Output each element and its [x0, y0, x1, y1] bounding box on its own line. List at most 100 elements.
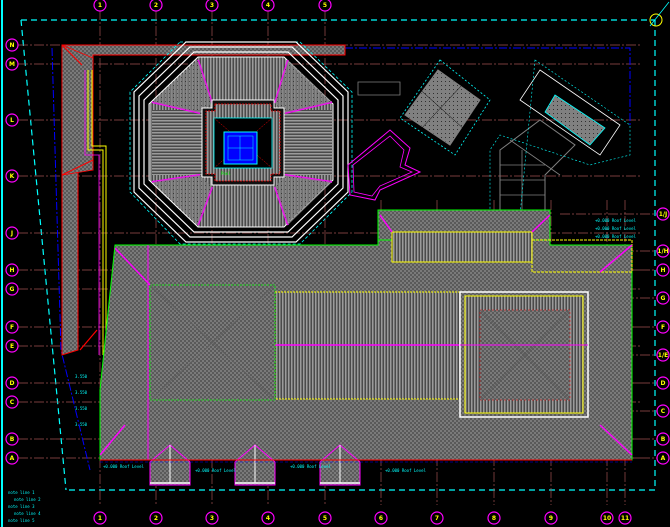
svg-text:K: K: [10, 173, 15, 180]
octagonal-pavilion-roof: Pool: [129, 41, 353, 245]
grid-bubbles: 1 2 3 4 5 1 2 3 4 5 6 7 8 9 10 11 N M L K J H G F E D C B A 1/J 1/H H G F…: [5, 0, 670, 525]
svg-text:1: 1: [98, 515, 102, 522]
svg-text:1/E: 1/E: [658, 352, 668, 359]
svg-text:E: E: [10, 343, 14, 350]
grid-bubble-col-bottom-11[interactable]: 11: [618, 511, 632, 525]
general-notes: note line 1 note line 2 note line 3 note…: [8, 490, 41, 523]
svg-text:note line 3: note line 3: [8, 504, 35, 509]
svg-text:3.550: 3.550: [75, 422, 88, 427]
svg-text:+0.000 Roof Level: +0.000 Roof Level: [385, 468, 427, 473]
svg-text:G: G: [10, 286, 15, 293]
grid-bubble-col-bottom-9[interactable]: 9: [544, 511, 558, 525]
grid-bubble-row-left-M[interactable]: M: [5, 57, 19, 71]
svg-text:11: 11: [621, 515, 629, 522]
grid-bubble-row-left-E[interactable]: E: [5, 339, 19, 353]
svg-text:F: F: [10, 324, 14, 331]
pool-label: Pool: [221, 171, 231, 176]
left-wing-roof: [61, 44, 346, 356]
svg-text:9: 9: [549, 515, 553, 522]
svg-text:3.550: 3.550: [75, 390, 88, 395]
svg-text:3: 3: [210, 515, 214, 522]
grid-bubble-col-bottom-8[interactable]: 8: [487, 511, 501, 525]
grid-bubble-row-right-1/H[interactable]: 1/H: [656, 244, 670, 258]
grid-bubble-col-bottom-3[interactable]: 3: [205, 511, 219, 525]
svg-text:D: D: [661, 380, 666, 387]
svg-text:F: F: [661, 324, 665, 331]
svg-text:10: 10: [603, 515, 611, 522]
grid-bubble-col-top-2[interactable]: 2: [149, 0, 163, 12]
grid-bubble-col-bottom-5[interactable]: 5: [318, 511, 332, 525]
svg-text:7: 7: [435, 515, 439, 522]
grid-bubble-row-left-L[interactable]: L: [5, 113, 19, 127]
svg-text:3: 3: [210, 2, 214, 9]
grid-bubble-row-right-D[interactable]: D: [656, 376, 670, 390]
svg-text:+0.000 Roof Level: +0.000 Roof Level: [195, 468, 237, 473]
svg-text:3.550: 3.550: [75, 406, 88, 411]
svg-text:+0.000 Roof Level: +0.000 Roof Level: [103, 464, 145, 469]
grid-bubble-col-bottom-4[interactable]: 4: [261, 511, 275, 525]
svg-text:M: M: [9, 61, 15, 68]
svg-text:4: 4: [266, 515, 270, 522]
svg-text:B: B: [10, 436, 15, 443]
grid-bubble-row-left-F[interactable]: F: [5, 320, 19, 334]
main-building-roof: [99, 209, 633, 486]
grid-bubble-row-right-A[interactable]: A: [656, 451, 670, 465]
svg-text:H: H: [660, 267, 665, 274]
grid-bubble-row-left-A[interactable]: A: [5, 451, 19, 465]
grid-bubble-row-left-N[interactable]: N: [5, 38, 19, 52]
svg-text:H: H: [9, 267, 14, 274]
grid-bubble-row-right-C[interactable]: C: [656, 404, 670, 418]
grid-bubble-row-right-1/J[interactable]: 1/J: [656, 207, 670, 221]
grid-bubble-col-bottom-6[interactable]: 6: [374, 511, 388, 525]
grid-bubble-row-right-B[interactable]: B: [656, 432, 670, 446]
svg-text:+0.000 Roof Level: +0.000 Roof Level: [290, 464, 332, 469]
grid-bubble-row-left-H[interactable]: H: [5, 263, 19, 277]
svg-text:3.550: 3.550: [75, 374, 88, 379]
svg-text:A: A: [661, 455, 666, 462]
svg-text:J: J: [10, 230, 13, 237]
grid-bubble-col-top-3[interactable]: 3: [205, 0, 219, 12]
grid-bubble-col-bottom-7[interactable]: 7: [430, 511, 444, 525]
svg-text:G: G: [661, 295, 666, 302]
svg-text:C: C: [661, 408, 666, 415]
grid-bubble-row-left-D[interactable]: D: [5, 376, 19, 390]
grid-bubble-row-right-F[interactable]: F: [656, 320, 670, 334]
grid-bubble-row-left-C[interactable]: C: [5, 395, 19, 409]
svg-text:note line 4: note line 4: [14, 511, 41, 516]
svg-text:5: 5: [323, 515, 327, 522]
bottom-dormers: [149, 444, 361, 486]
grid-bubble-col-top-1[interactable]: 1: [93, 0, 107, 12]
grid-bubble-row-left-G[interactable]: G: [5, 282, 19, 296]
svg-text:D: D: [10, 380, 15, 387]
grid-bubble-col-bottom-10[interactable]: 10: [600, 511, 614, 525]
grid-bubble-row-right-G[interactable]: G: [656, 291, 670, 305]
svg-text:C: C: [10, 399, 15, 406]
svg-text:1/H: 1/H: [657, 248, 668, 255]
svg-text:A: A: [10, 455, 15, 462]
north-annex: [347, 59, 631, 216]
svg-text:B: B: [661, 436, 666, 443]
svg-text:5: 5: [323, 2, 327, 9]
svg-text:1/J: 1/J: [659, 211, 668, 218]
level-annotations: 3.550 3.550 3.550 3.550 +0.000 Roof Leve…: [75, 218, 637, 473]
svg-text:note line 2: note line 2: [14, 497, 41, 502]
site-boundary: [51, 47, 631, 471]
svg-text:note line 1: note line 1: [8, 490, 35, 495]
grid-bubble-row-right-1/E[interactable]: 1/E: [656, 348, 670, 362]
svg-text:+0.000 Roof Level: +0.000 Roof Level: [595, 218, 637, 223]
grid-bubble-row-left-J[interactable]: J: [5, 226, 19, 240]
grid-bubble-col-top-5[interactable]: 5: [318, 0, 332, 12]
svg-text:8: 8: [492, 515, 496, 522]
grid-bubble-col-bottom-1[interactable]: 1: [93, 511, 107, 525]
grid-bubble-row-left-K[interactable]: K: [5, 169, 19, 183]
svg-text:+0.000 Roof Level: +0.000 Roof Level: [595, 226, 637, 231]
svg-text:+0.000 Roof Level: +0.000 Roof Level: [595, 234, 637, 239]
grid-bubble-row-left-B[interactable]: B: [5, 432, 19, 446]
grid-bubble-row-right-H[interactable]: H: [656, 263, 670, 277]
north-marker: [649, 1, 670, 27]
svg-text:6: 6: [379, 515, 383, 522]
grid-bubble-col-bottom-2[interactable]: 2: [149, 511, 163, 525]
grid-bubble-col-top-4[interactable]: 4: [261, 0, 275, 12]
svg-text:2: 2: [154, 2, 158, 9]
